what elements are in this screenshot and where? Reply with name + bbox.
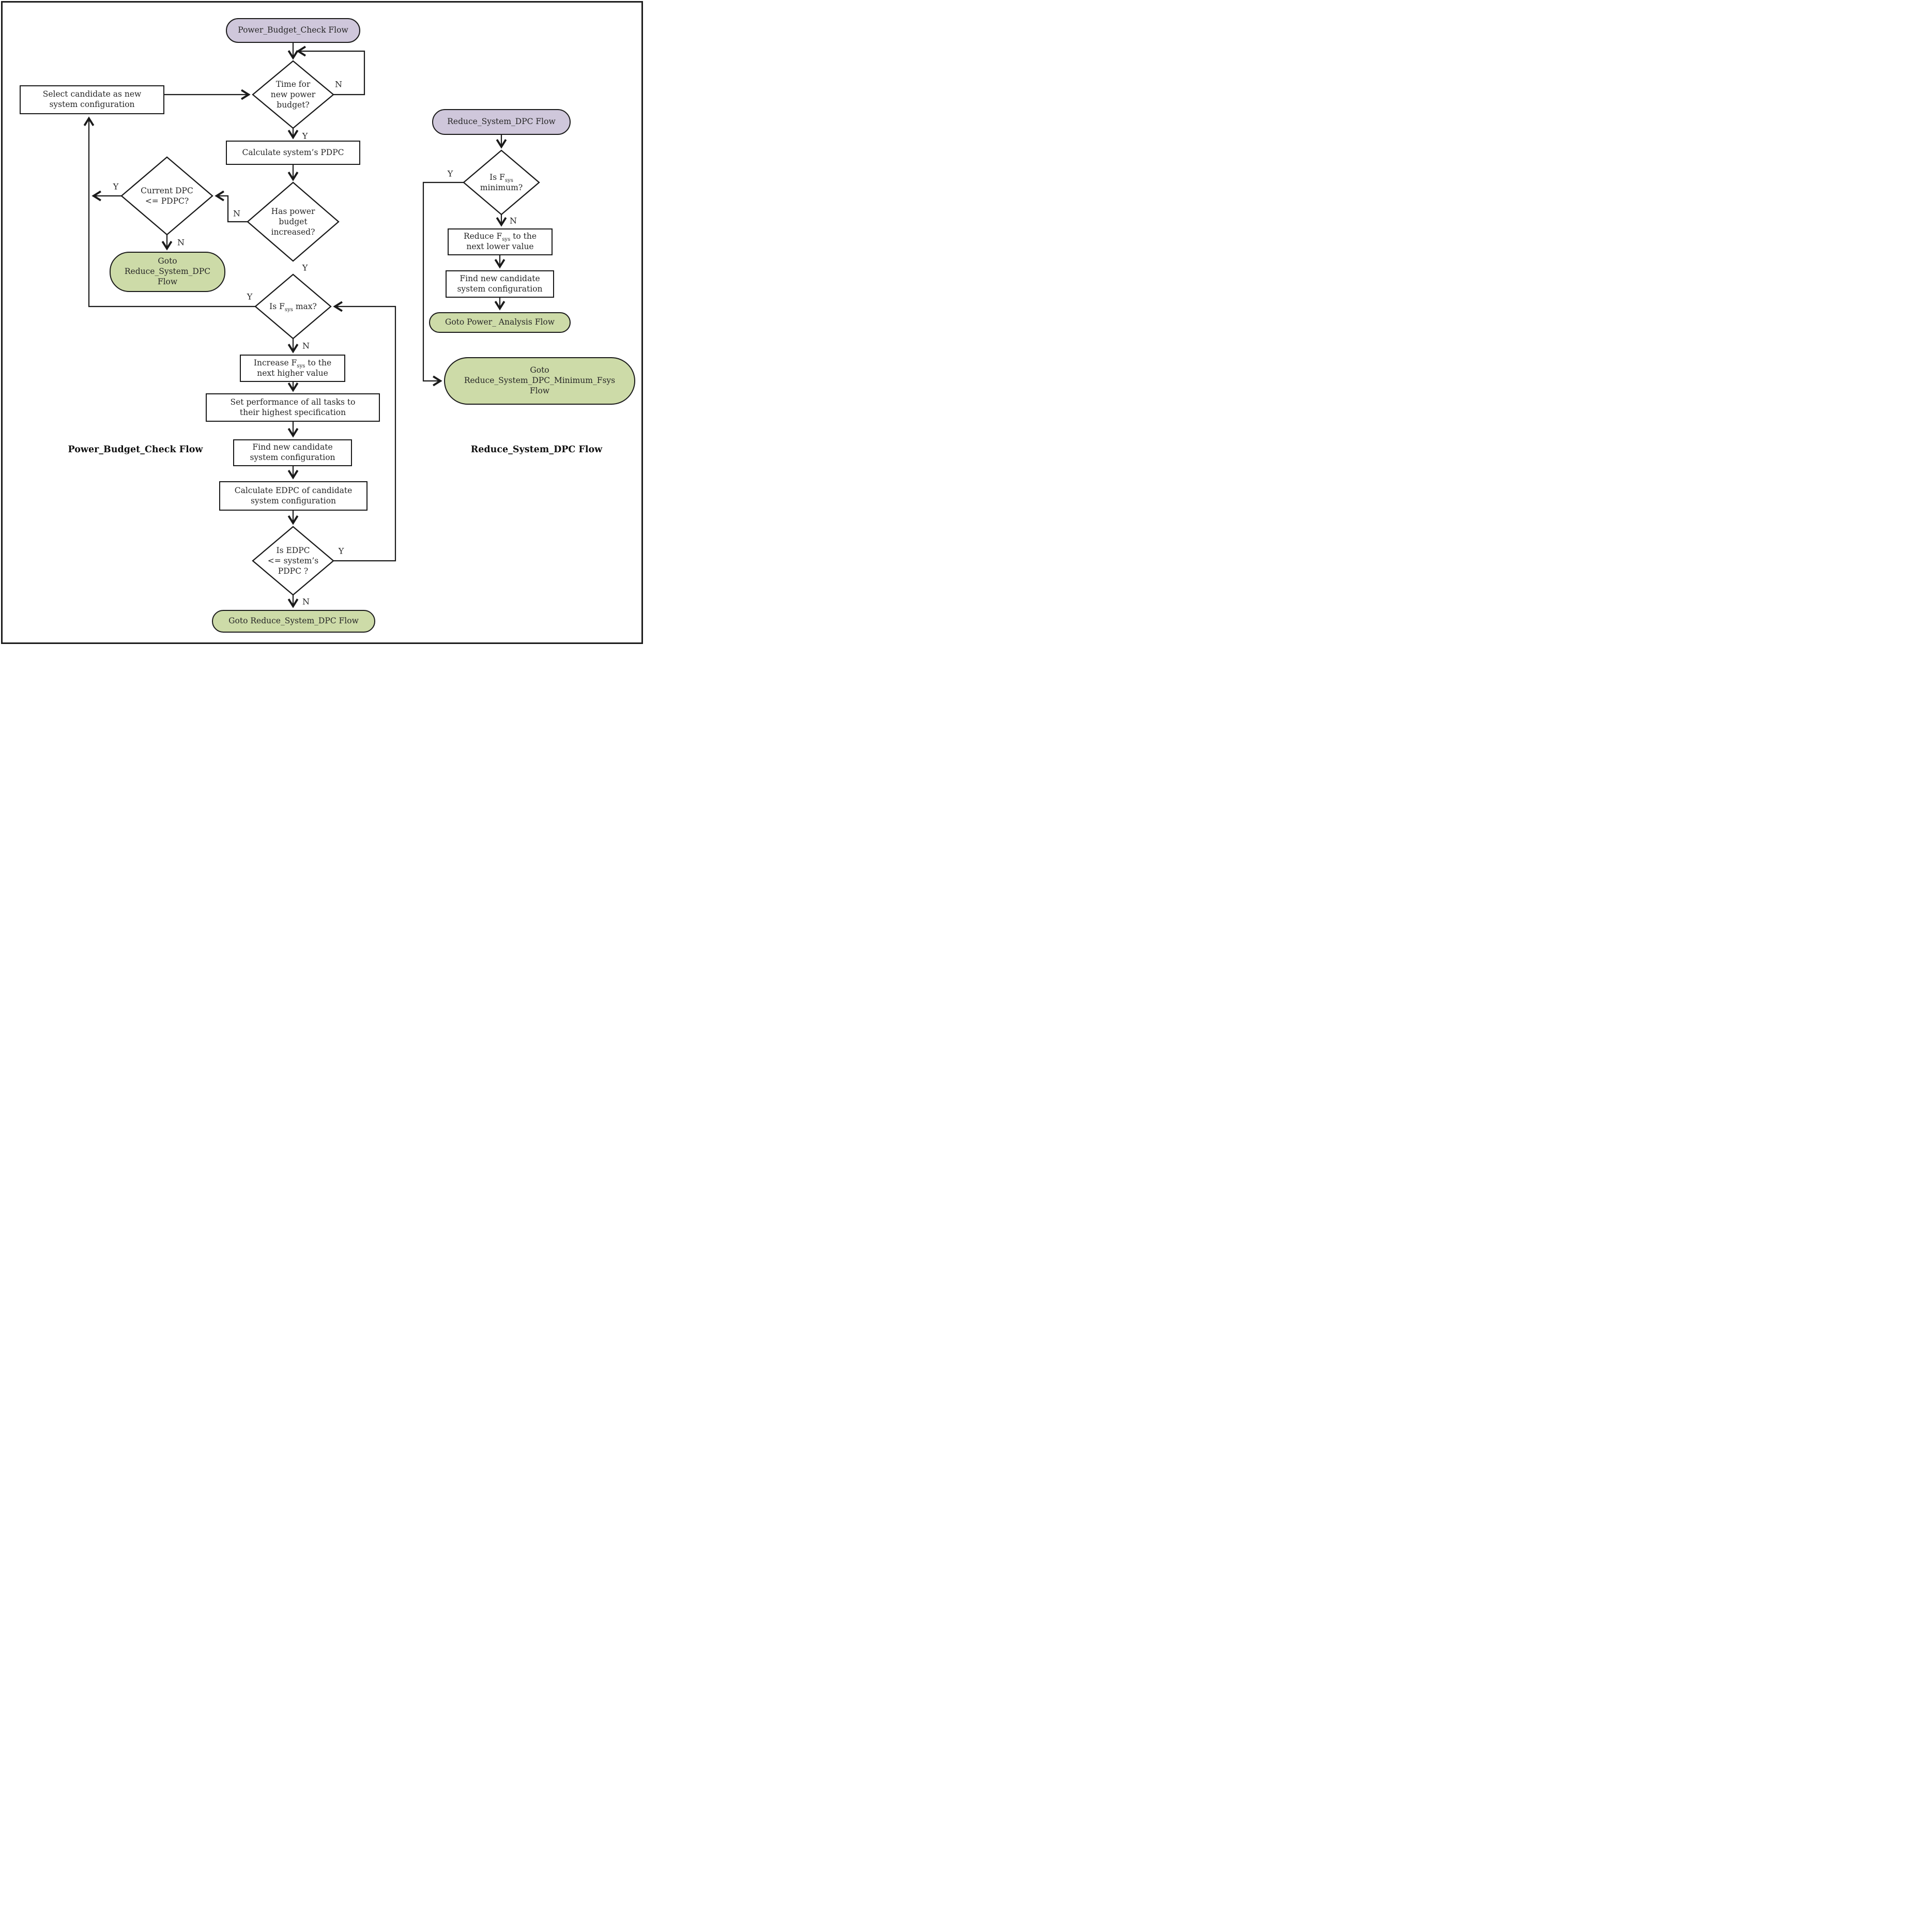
- label-fsysmax-n: N: [302, 341, 310, 351]
- caption-reduce-system-dpc-flow: Reduce_System_DPC Flow: [470, 444, 603, 455]
- caption-power-budget-check-flow: Power_Budget_Check Flow: [68, 444, 203, 455]
- decision-time-for-new-power-budget: [252, 60, 334, 129]
- terminal-goto-power-analysis: Goto Power_ Analysis Flow: [429, 312, 571, 333]
- decision-is-fsys-minimum: [463, 149, 540, 216]
- process-set-performance: Set performance of all tasks to their hi…: [206, 393, 380, 422]
- process-find-candidate-right: Find new candidate system configuration: [446, 270, 554, 298]
- label-edpc-n: N: [302, 596, 310, 607]
- label-budget-n: N: [233, 208, 240, 219]
- decision-edpc-label: Is EDPC <= system’s PDPC ?: [267, 545, 319, 576]
- label-fsysmax-y: Y: [247, 292, 253, 302]
- terminal-reduce-system-dpc-start: Reduce_System_DPC Flow: [432, 109, 571, 135]
- label-fsysmin-y: Y: [447, 168, 453, 179]
- decision-budget-increased-label: Has power budget increased?: [271, 206, 315, 237]
- flowchart-wires: [3, 43, 540, 642]
- decision-fsys-min-label: Is Fsys minimum?: [480, 172, 523, 192]
- terminal-power-budget-check-start: Power_Budget_Check Flow: [226, 18, 360, 43]
- process-increase-fsys: Increase Fsys to the next higher value: [240, 355, 345, 382]
- edge-fsysmin-y-to-minfsys: [422, 181, 464, 381]
- label-currentdpc-n: N: [177, 237, 185, 248]
- edge-edpc-y-to-fsysmax: [333, 306, 396, 562]
- decision-time-label: Time for new power budget?: [270, 79, 316, 110]
- process-find-candidate-left: Find new candidate system configuration: [233, 439, 352, 466]
- decision-is-edpc-le-pdpc: [252, 526, 334, 596]
- flowchart-canvas: Power_Budget_Check Flow Time for new pow…: [1, 1, 643, 644]
- decision-current-dpc-le-pdpc: [120, 156, 213, 236]
- decision-has-power-budget-increased: [247, 181, 340, 262]
- terminal-goto-reduce-system-dpc-left: Goto Reduce_System_DPC Flow: [110, 252, 225, 292]
- label-time-n: N: [335, 79, 342, 89]
- decision-fsys-max-label: Is Fsys max?: [269, 301, 317, 313]
- process-calculate-pdpc: Calculate system’s PDPC: [226, 141, 360, 165]
- label-budget-y: Y: [302, 263, 308, 273]
- process-reduce-fsys: Reduce Fsys to the next lower value: [448, 228, 553, 255]
- label-edpc-y: Y: [338, 546, 344, 556]
- label-currentdpc-y: Y: [113, 181, 119, 192]
- label-fsysmin-n: N: [510, 216, 517, 226]
- decision-current-dpc-label: Current DPC <= PDPC?: [141, 186, 193, 206]
- terminal-goto-reduce-system-dpc-bottom: Goto Reduce_System_DPC Flow: [212, 610, 375, 633]
- process-calculate-edpc: Calculate EDPC of candidate system confi…: [219, 481, 368, 511]
- edge-fsysmax-y-to-select: [89, 118, 255, 308]
- edge-time-n-loop: [298, 51, 365, 96]
- edge-budget-n-to-currentdpc: [217, 196, 248, 223]
- decision-is-fsys-max: [254, 273, 332, 340]
- process-select-candidate: Select candidate as new system configura…: [20, 85, 164, 114]
- label-time-y: Y: [302, 131, 308, 141]
- terminal-goto-reduce-system-dpc-minimum-fsys: Goto Reduce_System_DPC_Minimum_Fsys Flow: [444, 357, 635, 405]
